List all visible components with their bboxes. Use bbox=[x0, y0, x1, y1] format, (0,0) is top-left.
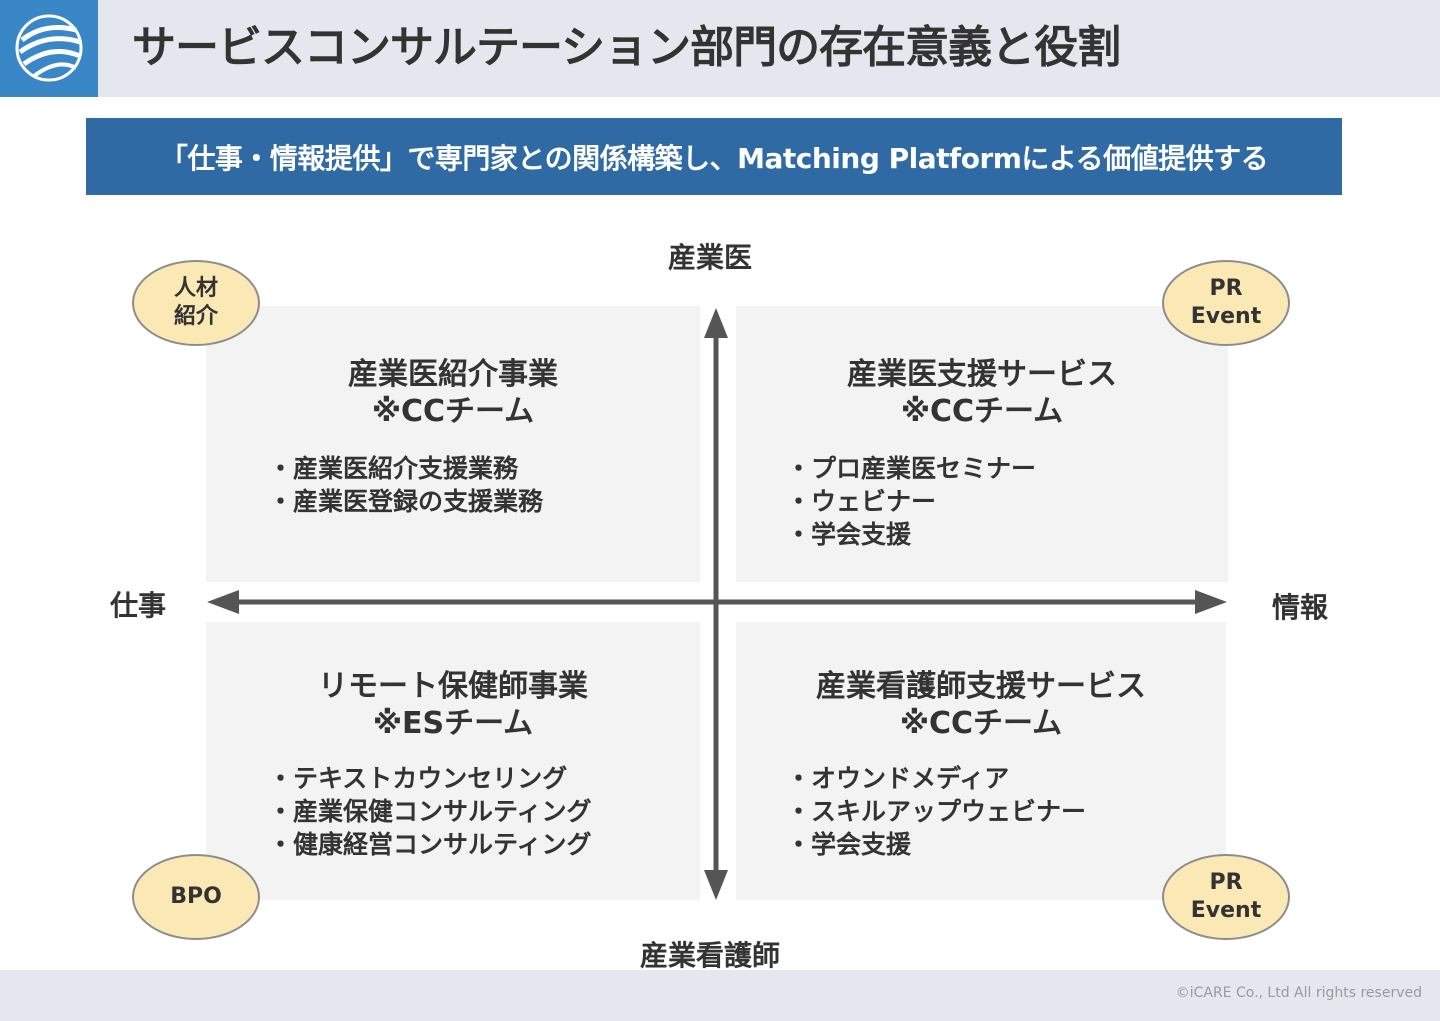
bubble-text: PR bbox=[1209, 276, 1243, 301]
axis-label-bottom: 産業看護師 bbox=[640, 939, 781, 972]
list-item: 産業医登録の支援業務 bbox=[268, 485, 543, 518]
list-item: 産業保健コンサルティング bbox=[268, 795, 592, 828]
quadrant-item-list: オウンドメディア スキルアップウェビナー 学会支援 bbox=[786, 762, 1086, 861]
bubble-text: Event bbox=[1190, 304, 1262, 329]
quadrant-team: ※CCチーム bbox=[371, 394, 535, 429]
copyright-text: ©iCARE Co., Ltd All rights reserved bbox=[1175, 985, 1422, 1001]
list-item: 学会支援 bbox=[786, 518, 1036, 551]
axis-label-right: 情報 bbox=[1272, 591, 1329, 624]
quadrant-team: ※CCチーム bbox=[900, 394, 1064, 429]
bubble-text: Event bbox=[1190, 898, 1262, 923]
list-item: プロ産業医セミナー bbox=[786, 452, 1036, 485]
bubble-text: BPO bbox=[170, 884, 222, 909]
quadrant-title-main: 産業看護師支援サービス bbox=[816, 669, 1146, 704]
mission-banner: 「仕事・情報提供」で専門家との関係構築し、Matching Platformによ… bbox=[86, 118, 1342, 195]
bubble-text: 人材 bbox=[173, 276, 218, 301]
bubble-text: PR bbox=[1209, 870, 1243, 895]
list-item: スキルアップウェビナー bbox=[786, 795, 1086, 828]
logo bbox=[0, 0, 98, 97]
quadrant-title: 産業医支援サービス ※CCチーム bbox=[736, 356, 1228, 430]
list-item: テキストカウンセリング bbox=[268, 762, 592, 795]
quadrant-bottom-right: 産業看護師支援サービス ※CCチーム オウンドメディア スキルアップウェビナー … bbox=[736, 622, 1226, 900]
axis-label-left: 仕事 bbox=[110, 589, 167, 622]
quadrant-item-list: 産業医紹介支援業務 産業医登録の支援業務 bbox=[268, 452, 543, 518]
quadrant-team: ※CCチーム bbox=[899, 706, 1063, 741]
quadrant-team: ※ESチーム bbox=[372, 706, 534, 741]
quadrant-item-list: テキストカウンセリング 産業保健コンサルティング 健康経営コンサルティング bbox=[268, 762, 592, 861]
bubble-bottom-right: PR Event bbox=[1162, 854, 1290, 940]
quadrant-top-right: 産業医支援サービス ※CCチーム プロ産業医セミナー ウェビナー 学会支援 bbox=[736, 306, 1228, 582]
bubble-bottom-left: BPO bbox=[132, 854, 260, 940]
bubble-top-left: 人材 紹介 bbox=[132, 260, 260, 346]
list-item: 健康経営コンサルティング bbox=[268, 828, 592, 861]
quadrant-title-main: リモート保健師事業 bbox=[318, 669, 588, 704]
quadrant-title: 産業医紹介事業 ※CCチーム bbox=[206, 356, 700, 430]
arrow-right-icon bbox=[1195, 590, 1227, 614]
header-bar: サービスコンサルテーション部門の存在意義と役割 bbox=[0, 0, 1440, 97]
banner-text: 「仕事・情報提供」で専門家との関係構築し、Matching Platformによ… bbox=[159, 141, 1269, 175]
quadrant-title: リモート保健師事業 ※ESチーム bbox=[206, 668, 700, 742]
arrow-left-icon bbox=[207, 590, 239, 614]
list-item: 産業医紹介支援業務 bbox=[268, 452, 543, 485]
axis-label-top: 産業医 bbox=[668, 241, 753, 274]
quadrant-top-left: 産業医紹介事業 ※CCチーム 産業医紹介支援業務 産業医登録の支援業務 bbox=[206, 306, 700, 582]
page-title: サービスコンサルテーション部門の存在意義と役割 bbox=[132, 22, 1121, 73]
quadrant-title-main: 産業医紹介事業 bbox=[348, 357, 558, 392]
quadrant-title-main: 産業医支援サービス bbox=[847, 357, 1117, 392]
quadrant-item-list: プロ産業医セミナー ウェビナー 学会支援 bbox=[786, 452, 1036, 551]
footer-bar: ©iCARE Co., Ltd All rights reserved bbox=[0, 970, 1440, 1021]
list-item: オウンドメディア bbox=[786, 762, 1086, 795]
arrow-down-icon bbox=[704, 870, 728, 900]
list-item: ウェビナー bbox=[786, 485, 1036, 518]
arrow-up-icon bbox=[704, 308, 728, 338]
bubble-text: 紹介 bbox=[173, 304, 218, 329]
list-item: 学会支援 bbox=[786, 828, 1086, 861]
quadrant-title: 産業看護師支援サービス ※CCチーム bbox=[736, 668, 1226, 742]
quadrant-bottom-left: リモート保健師事業 ※ESチーム テキストカウンセリング 産業保健コンサルティン… bbox=[206, 622, 700, 900]
logo-icon bbox=[15, 14, 83, 82]
bubble-top-right: PR Event bbox=[1162, 260, 1290, 346]
